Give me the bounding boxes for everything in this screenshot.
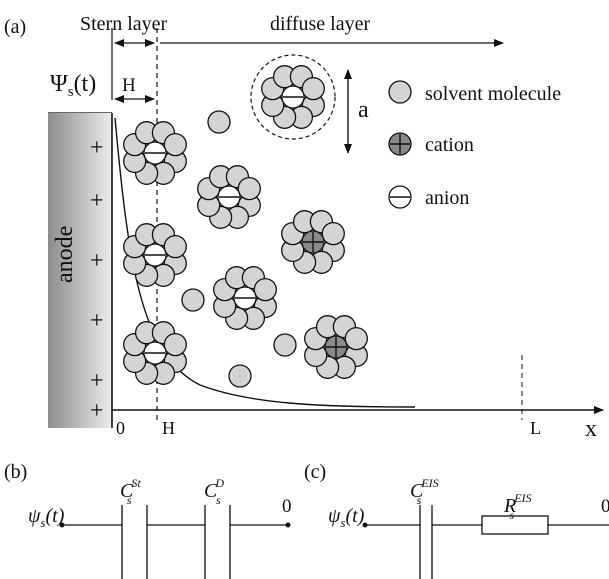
legend-cation-label: cation [425, 134, 474, 156]
solvent-molecule [163, 234, 187, 259]
solvent-molecule [228, 364, 252, 388]
legend-solvent-icon [388, 80, 412, 104]
panel-c-label: (c) [304, 461, 326, 483]
solvent-molecule [321, 221, 345, 246]
panel-b-label: (b) [4, 461, 27, 483]
solvent-molecule [344, 326, 368, 351]
anode-electrode [48, 113, 112, 428]
solvent-molecule [237, 176, 261, 201]
diffuse-layer-label: diffuse layer [270, 13, 370, 35]
plus-charge: + [90, 188, 104, 214]
solvent-molecule [273, 333, 297, 357]
solvent-molecule [181, 288, 205, 312]
legend: solvent molecule cation anion [388, 80, 561, 209]
solvent-molecule [207, 110, 231, 134]
resistor [481, 515, 549, 535]
potential-label: Ψs(t) [50, 71, 96, 100]
tick-l: L [530, 418, 541, 438]
plus-charge: + [90, 398, 104, 424]
solvent-molecule [163, 332, 187, 357]
surface-charges: + + + + + + [90, 135, 104, 424]
panel-a-label: (a) [4, 16, 26, 38]
potential-decay-curve [114, 117, 416, 408]
plus-charge: + [90, 368, 104, 394]
plus-charge: + [90, 308, 104, 334]
circuit-b-ground: 0 [282, 496, 292, 517]
solvent-molecule [301, 76, 325, 101]
molecule-layer [123, 65, 368, 388]
circuit-c-ground: 0 [601, 496, 609, 517]
stern-layer-label: Stern layer [80, 13, 168, 35]
plus-charge: + [90, 248, 104, 274]
circuit-b-input: ψs(t) [28, 505, 65, 530]
size-label: a [358, 97, 369, 123]
tick-h: H [162, 418, 175, 438]
plus-charge: + [90, 135, 104, 161]
circuit-c-input: ψs(t) [328, 505, 365, 530]
axis-x-label: x [585, 416, 597, 442]
legend-anion-label: anion [425, 187, 469, 209]
anode-label: anode [52, 226, 78, 283]
solvent-molecule [253, 277, 277, 302]
h-width-label: H [122, 75, 136, 96]
terminal-node [285, 522, 291, 528]
solvent-molecule [163, 132, 187, 157]
legend-solvent-label: solvent molecule [425, 83, 561, 105]
solvation-shell-outline [250, 54, 336, 140]
tick-zero: 0 [116, 418, 125, 438]
